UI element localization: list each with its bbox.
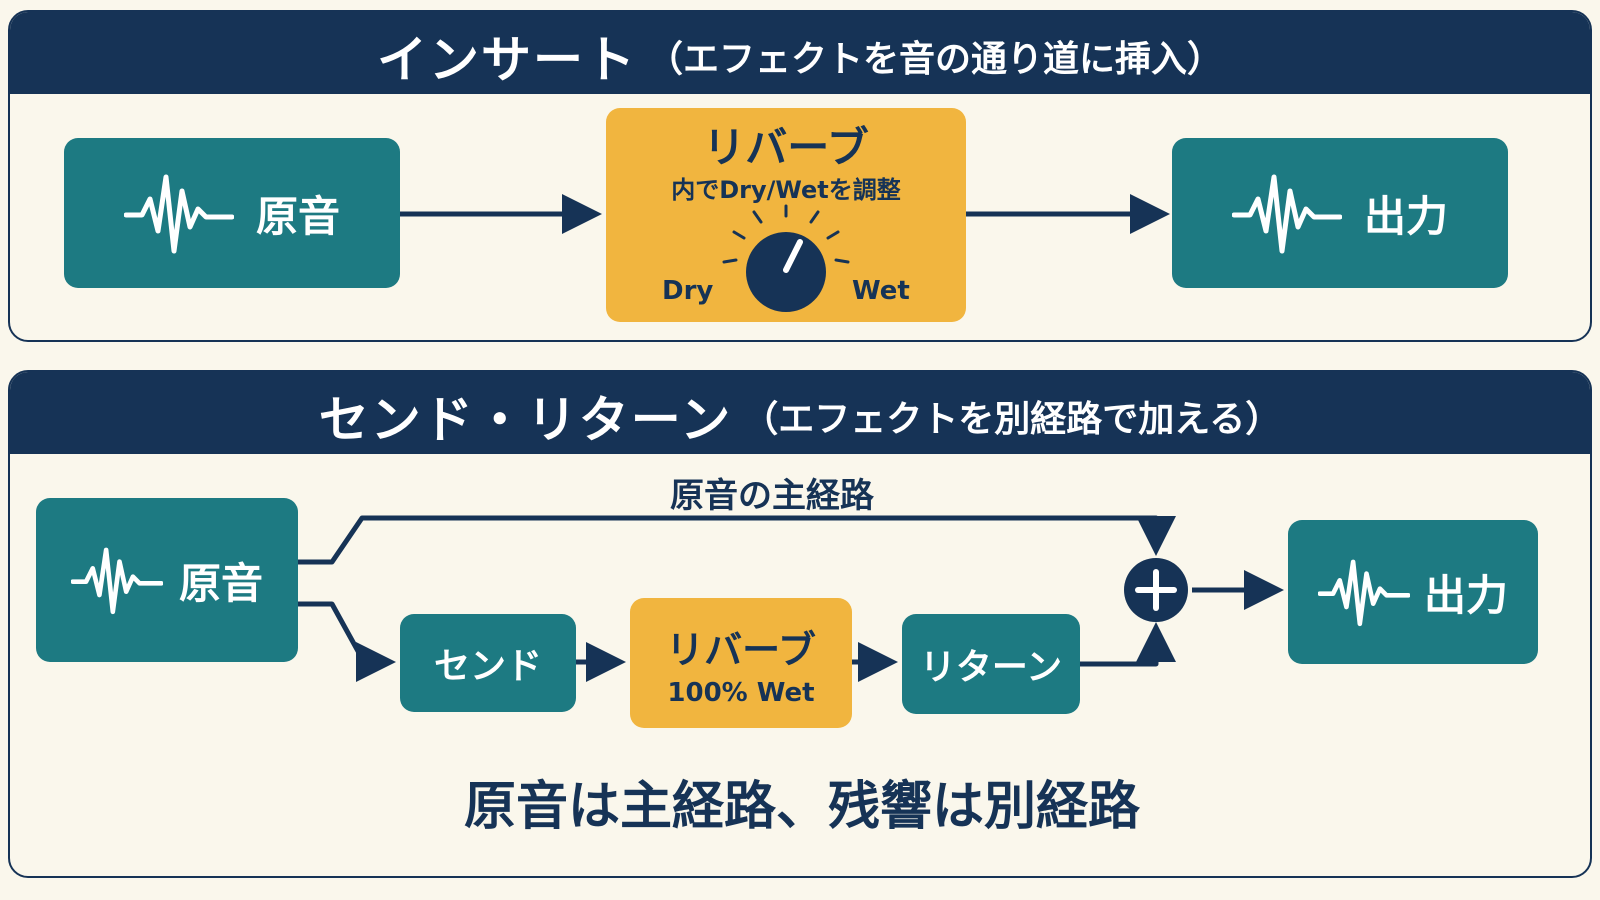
summary-text: 原音は主経路、残響は別経路 [463,777,1140,837]
send-header: センド・リターン （エフェクトを別経路で加える） [10,372,1590,454]
knob-wet-label: Wet [852,276,910,306]
send-reverb-title: リバーブ [666,627,816,672]
waveform-icon [1231,174,1342,254]
send-source-label: 原音 [178,558,263,608]
insert-subtitle: （エフェクトを音の通り道に挿入） [646,39,1223,80]
insert-header: インサート （エフェクトを音の通り道に挿入） [10,12,1590,94]
send-branch-line [298,601,396,682]
insert-reverb-title: リバーブ [703,123,869,172]
insert-output-box: 出力 [1172,138,1508,288]
send-source-box: 原音 [36,498,298,662]
send-output-box: 出力 [1288,520,1538,664]
return-to-sum-line [1080,622,1176,667]
return-label: リターン [919,647,1063,688]
insert-title: インサート [376,31,637,89]
knob-icon [722,204,850,312]
insert-reverb-subtitle: 内でDry/Wetを調整 [671,176,901,204]
insert-output-label: 出力 [1363,191,1448,241]
waveform-icon [1317,559,1410,627]
insert-panel: インサート （エフェクトを音の通り道に挿入） 原音 リバーブ 内でDry/Wet… [8,10,1592,342]
send-reverb-subtitle: 100% Wet [667,677,815,708]
insert-source-box: 原音 [64,138,400,288]
main-path-line [298,515,1176,565]
send-box: センド [400,614,576,712]
insert-reverb-box: リバーブ 内でDry/Wetを調整 Dry Wet [606,108,966,322]
return-box: リターン [902,614,1080,714]
send-arrows [298,515,1284,682]
send-reverb-box: リバーブ 100% Wet [630,598,852,728]
waveform-icon [70,547,163,615]
send-output-label: 出力 [1423,570,1508,620]
send-label: センド [433,646,542,687]
insert-source-label: 原音 [255,191,340,241]
send-return-panel: センド・リターン （エフェクトを別経路で加える） 原音 原音の主経路 センド リ… [8,370,1592,878]
send-subtitle: （エフェクトを別経路で加える） [742,399,1282,440]
main-path-label: 原音の主経路 [670,476,874,516]
waveform-icon [123,174,234,254]
send-title: センド・リターン [318,391,733,449]
knob-dry-label: Dry [662,276,714,306]
insert-arrows [400,194,1170,234]
plus-circle-icon [1124,558,1188,622]
